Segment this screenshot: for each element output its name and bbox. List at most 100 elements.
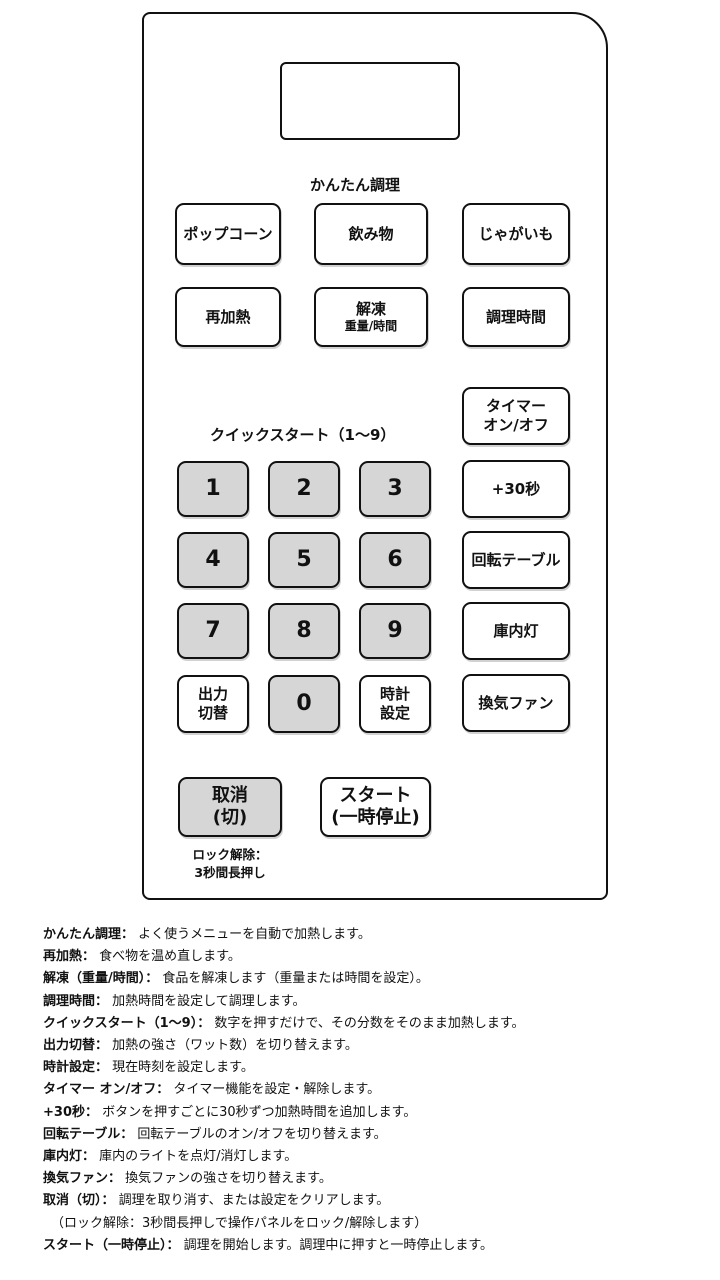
digit-7-label: 7: [205, 618, 221, 644]
digit-4-button[interactable]: 4: [177, 532, 249, 588]
timer-button[interactable]: タイマーオン/オフ: [462, 387, 570, 445]
light-button[interactable]: 庫内灯: [462, 602, 570, 660]
legend-desc: （ロック解除：3秒間長押しで操作パネルをロック/解除します）: [51, 1215, 428, 1231]
digit-5-button[interactable]: 5: [268, 532, 340, 588]
popcorn-label: ポップコーン: [183, 224, 273, 243]
start-label-2: (一時停止): [331, 807, 420, 828]
digit-3-label: 3: [387, 476, 403, 502]
plus-30-button[interactable]: +30秒: [462, 460, 570, 518]
legend-desc: 食べ物を温め直します。: [95, 949, 241, 965]
legend-row: 時計設定： 現在時刻を設定します。: [43, 1057, 703, 1079]
legend-row: タイマー オン/オフ： タイマー機能を設定・解除します。: [43, 1079, 703, 1101]
cancel-button[interactable]: 取消(切): [178, 777, 282, 837]
power-level-button[interactable]: 出力切替: [177, 675, 249, 733]
legend-term: 解凍（重量/時間）：: [43, 971, 159, 987]
cook-time-label: 調理時間: [485, 307, 546, 326]
clock-set-button[interactable]: 時計設定: [359, 675, 431, 733]
reheat-button[interactable]: 再加熱: [175, 287, 281, 347]
legend-desc: 加熱時間を設定して調理します。: [108, 993, 306, 1009]
power-label-2: 切替: [197, 704, 228, 722]
clock-label-2: 設定: [379, 704, 410, 722]
legend-row: 解凍（重量/時間）： 食品を解凍します（重量または時間を設定）。: [43, 968, 703, 990]
legend-row: 庫内灯： 庫内のライトを点灯/消灯します。: [43, 1146, 703, 1168]
legend-row: 取消（切）： 調理を取り消す、または設定をクリアします。: [43, 1190, 703, 1212]
legend-desc: 食品を解凍します（重量または時間を設定）。: [158, 971, 429, 987]
function-legend: かんたん調理： よく使うメニューを自動で加熱します。 再加熱： 食べ物を温め直し…: [43, 924, 703, 1257]
cancel-label-1: 取消: [212, 784, 248, 806]
cancel-label-2: (切): [212, 807, 248, 828]
lock-note: ロック解除： 3秒間長押し: [178, 846, 282, 881]
digit-0-label: 0: [296, 691, 312, 717]
digit-6-label: 6: [387, 547, 403, 573]
legend-term: +30秒：: [43, 1104, 98, 1120]
digit-8-label: 8: [296, 618, 312, 644]
start-label-1: スタート: [339, 784, 412, 806]
legend-row: 回転テーブル： 回転テーブルのオン/オフを切り替えます。: [43, 1124, 703, 1146]
legend-row: かんたん調理： よく使うメニューを自動で加熱します。: [43, 924, 703, 946]
digit-1-label: 1: [205, 476, 221, 502]
power-label-1: 出力: [197, 685, 228, 704]
legend-desc: ボタンを押すごとに30秒ずつ加熱時間を追加します。: [97, 1104, 417, 1120]
quick-cook-heading: かんたん調理: [310, 176, 401, 194]
digit-8-button[interactable]: 8: [268, 603, 340, 659]
cook-time-button[interactable]: 調理時間: [462, 287, 570, 347]
digit-3-button[interactable]: 3: [359, 461, 431, 517]
legend-desc: 換気ファンの強さを切り替えます。: [121, 1171, 332, 1187]
legend-row: クイックスタート（1～9）： 数字を押すだけで、その分数をそのまま加熱します。: [43, 1013, 703, 1035]
digit-6-button[interactable]: 6: [359, 532, 431, 588]
legend-desc: 調理を取り消す、または設定をクリアします。: [114, 1193, 390, 1209]
legend-term: タイマー オン/オフ：: [43, 1082, 170, 1098]
control-panel: [142, 12, 608, 900]
light-label: 庫内灯: [493, 621, 539, 640]
plus-30-label: +30秒: [491, 479, 541, 498]
timer-label-2: オン/オフ: [483, 416, 549, 434]
digit-2-label: 2: [296, 476, 312, 502]
legend-term: 出力切替：: [43, 1038, 109, 1054]
digit-9-button[interactable]: 9: [359, 603, 431, 659]
legend-row: 調理時間： 加熱時間を設定して調理します。: [43, 991, 703, 1013]
popcorn-button[interactable]: ポップコーン: [175, 203, 281, 265]
clock-label-1: 時計: [379, 685, 410, 704]
legend-desc: よく使うメニューを自動で加熱します。: [134, 927, 371, 942]
start-button[interactable]: スタート(一時停止): [320, 777, 431, 837]
reheat-label: 再加熱: [205, 307, 251, 326]
legend-row: 換気ファン： 換気ファンの強さを切り替えます。: [43, 1168, 703, 1190]
legend-row: スタート（一時停止）： 調理を開始します。調理中に押すと一時停止します。: [43, 1235, 703, 1257]
legend-desc: 庫内のライトを点灯/消灯します。: [95, 1149, 298, 1165]
legend-term: 取消（切）：: [43, 1193, 115, 1209]
legend-term: かんたん調理：: [43, 927, 135, 942]
digit-2-button[interactable]: 2: [268, 461, 340, 517]
legend-row: +30秒： ボタンを押すごとに30秒ずつ加熱時間を追加します。: [43, 1102, 703, 1124]
legend-term: 再加熱：: [43, 949, 96, 965]
legend-desc: 回転テーブルのオン/オフを切り替えます。: [133, 1126, 387, 1142]
legend-desc: 加熱の強さ（ワット数）を切り替えます。: [108, 1038, 358, 1054]
defrost-sub-label: 重量/時間: [344, 318, 398, 333]
turntable-label: 回転テーブル: [471, 550, 561, 569]
legend-desc: タイマー機能を設定・解除します。: [169, 1082, 381, 1098]
digit-4-label: 4: [205, 547, 221, 573]
digit-0-button[interactable]: 0: [268, 675, 340, 733]
legend-term: 調理時間：: [43, 993, 109, 1009]
fan-button[interactable]: 換気ファン: [462, 674, 570, 732]
legend-desc: 現在時刻を設定します。: [108, 1060, 254, 1076]
lock-note-line-1: ロック解除：: [192, 847, 268, 862]
legend-row: 出力切替： 加熱の強さ（ワット数）を切り替えます。: [43, 1035, 703, 1057]
turntable-button[interactable]: 回転テーブル: [462, 531, 570, 589]
potato-label: じゃがいも: [478, 224, 554, 243]
legend-row: 再加熱： 食べ物を温め直します。: [43, 946, 703, 968]
display-window: [280, 62, 460, 140]
digit-1-button[interactable]: 1: [177, 461, 249, 517]
digit-5-label: 5: [296, 547, 312, 573]
defrost-label: 解凍: [355, 300, 386, 319]
legend-term: 回転テーブル：: [43, 1126, 134, 1142]
timer-label-1: タイマー: [485, 397, 546, 416]
digit-7-button[interactable]: 7: [177, 603, 249, 659]
legend-term: スタート（一時停止）：: [43, 1237, 180, 1253]
quick-start-heading: クイックスタート（1～9）: [210, 426, 396, 444]
legend-term: 庫内灯：: [43, 1149, 96, 1165]
legend-desc: 数字を押すだけで、その分数をそのまま加熱します。: [210, 1015, 525, 1031]
defrost-button[interactable]: 解凍重量/時間: [314, 287, 428, 347]
drinks-label: 飲み物: [348, 224, 394, 243]
drinks-button[interactable]: 飲み物: [314, 203, 428, 265]
potato-button[interactable]: じゃがいも: [462, 203, 570, 265]
